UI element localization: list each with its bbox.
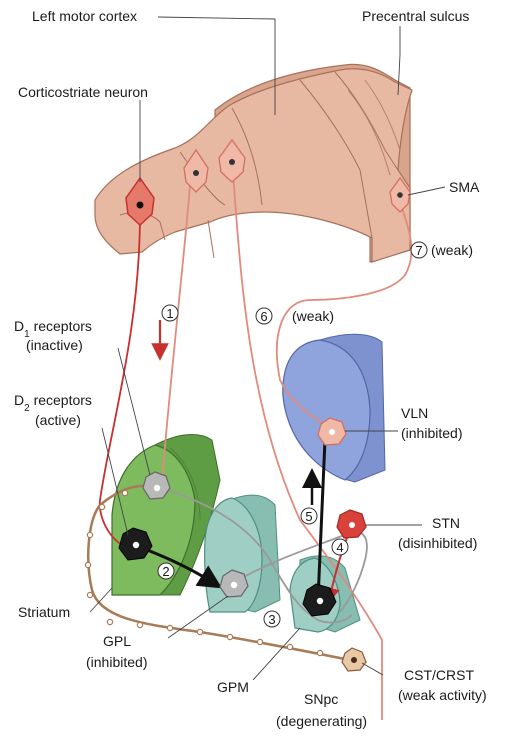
- stn-label: STN: [432, 515, 460, 531]
- d2-receptors-label: D2 receptors: [14, 392, 92, 414]
- ventrolateral-nucleus: [283, 334, 385, 482]
- cst-crst-state-label: (weak activity): [398, 687, 487, 703]
- pathway-5-number: 5: [305, 509, 312, 524]
- pathway-7-number: 7: [415, 243, 422, 258]
- stn-state-label: (disinhibited): [398, 535, 477, 551]
- snpc-label: SNpc: [304, 691, 338, 707]
- cst-crst-label: CST/CRST: [404, 667, 474, 683]
- d1-state-label: (inactive): [26, 337, 83, 353]
- precentral-sulcus-label: Precentral sulcus: [362, 8, 469, 24]
- gpl-state-label: (inhibited): [86, 654, 147, 670]
- sma-label: SMA: [449, 179, 480, 195]
- d2-state-label: (active): [35, 412, 81, 428]
- vln-state-label: (inhibited): [401, 425, 462, 441]
- corticostriate-neuron-label: Corticostriate neuron: [18, 84, 148, 100]
- weak-7-label: (weak): [431, 242, 473, 258]
- snpc-neuron: [342, 648, 366, 671]
- pathway-4-number: 4: [336, 540, 343, 555]
- gpm-label: GPM: [217, 679, 249, 695]
- pathway-2-number: 2: [162, 564, 169, 579]
- pathway-6-number: 6: [260, 309, 267, 324]
- snpc-state-label: (degenerating): [276, 713, 367, 729]
- striatum-label: Striatum: [18, 604, 70, 620]
- pathway-3-number: 3: [268, 612, 275, 627]
- vln-label: VLN: [401, 405, 428, 421]
- weak-6-label: (weak): [292, 308, 334, 324]
- gpl-label: GPL: [103, 633, 131, 649]
- pathway-1-number: 1: [166, 306, 173, 321]
- left-motor-cortex-label: Left motor cortex: [32, 8, 137, 24]
